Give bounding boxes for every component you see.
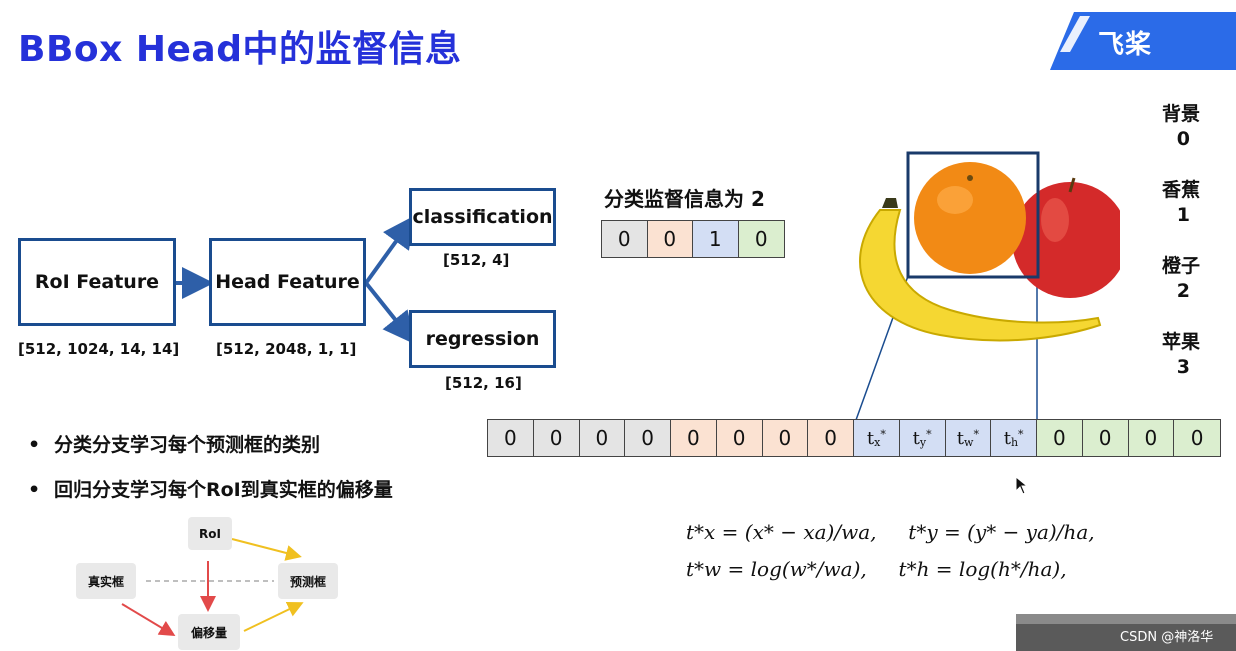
mini-arrow-roi-pred — [231, 538, 302, 561]
logo-background — [1050, 12, 1236, 70]
class-name: 橙子 — [1161, 255, 1200, 277]
classification-box: classification — [409, 188, 556, 246]
apple-highlight — [1041, 198, 1069, 242]
class-banana: 香蕉 1 — [1150, 178, 1200, 228]
mini-prediction: 预测框 — [278, 563, 338, 599]
formula-tw: t*w = log(w*/wa), — [686, 557, 867, 581]
mouse-cursor-icon — [1015, 476, 1029, 495]
classification-label: 分类监督信息为 2 — [604, 187, 765, 211]
webcam-strip — [1016, 614, 1236, 624]
reg-cell: 0 — [671, 420, 717, 456]
t-sub: x — [874, 435, 881, 449]
t-sub: y — [919, 435, 927, 449]
reg-cell: 0 — [625, 420, 671, 456]
head-feature-shape: [512, 2048, 1, 1] — [216, 340, 357, 358]
regression-box: regression — [409, 310, 556, 368]
bullet-classification: • 分类分支学习每个预测框的类别 — [28, 430, 320, 457]
class-name: 香蕉 — [1161, 179, 1200, 201]
class-apple: 苹果 3 — [1150, 330, 1200, 380]
class-id: 1 — [1176, 204, 1190, 226]
formula-line-1: t*x = (x* − xa)/wa, t*y = (y* − ya)/ha, — [686, 520, 1095, 544]
bullet-text: 分类分支学习每个预测框的类别 — [54, 434, 321, 456]
roi-feature-box: RoI Feature — [18, 238, 176, 326]
t-base: t — [912, 427, 920, 449]
bullet-dot: • — [28, 434, 41, 456]
mini-arrow-gt-offset — [121, 603, 176, 637]
class-orange: 橙子 2 — [1150, 254, 1200, 304]
reg-cell: 0 — [762, 420, 809, 456]
t-sub: h — [1010, 435, 1019, 449]
formula-tx: t*x = (x* − xa)/wa, — [686, 520, 877, 544]
reg-cell: 0 — [1082, 420, 1129, 456]
formula-th: t*h = log(h*/ha), — [898, 557, 1067, 581]
watermark: CSDN @神洛华 — [1120, 630, 1214, 645]
cls-cell: 0 — [602, 221, 648, 257]
bullet-dot: • — [28, 479, 41, 501]
reg-cell: 0 — [808, 420, 854, 456]
orange-stem — [967, 175, 973, 181]
class-name: 苹果 — [1161, 331, 1200, 353]
t-sub: w — [964, 435, 974, 449]
cls-cell: 0 — [738, 221, 784, 257]
webcam-overlay — [1016, 614, 1236, 651]
bullet-regression: • 回归分支学习每个RoI到真实框的偏移量 — [28, 475, 393, 502]
reg-cell: 0 — [1037, 420, 1083, 456]
slide-title: BBox Head中的监督信息 — [18, 29, 462, 70]
banana-stem — [882, 198, 898, 208]
apple-shape — [1012, 182, 1120, 298]
logo-text: 飞桨 — [1098, 30, 1153, 60]
fruit-image — [859, 151, 1120, 342]
reg-cell: 0 — [533, 420, 580, 456]
t-sup: * — [1018, 427, 1024, 441]
mini-arrow-offset-pred — [243, 602, 304, 632]
formula-line-2: t*w = log(w*/wa), t*h = log(h*/ha), — [686, 557, 1067, 581]
t-base: t — [866, 427, 875, 449]
t-sup: * — [973, 427, 979, 441]
t-sup: * — [880, 427, 886, 441]
orange-highlight — [937, 186, 973, 214]
arrow-head-to-reg — [364, 281, 415, 345]
class-id: 3 — [1176, 356, 1190, 378]
class-name: 背景 — [1161, 103, 1200, 125]
mini-offset: 偏移量 — [178, 614, 240, 650]
arrow-head-to-cls — [364, 215, 415, 285]
banana-shape — [859, 209, 1102, 342]
classification-vector: 0 0 1 0 — [601, 220, 785, 258]
roi-feature-shape: [512, 1024, 14, 14] — [18, 340, 180, 358]
mini-ground-truth: 真实框 — [76, 563, 136, 599]
reg-cell: 0 — [488, 420, 534, 456]
t-base: t — [1003, 427, 1011, 449]
reg-cell: 0 — [1174, 420, 1220, 456]
class-id: 2 — [1176, 280, 1190, 302]
reg-cell: 0 — [716, 420, 763, 456]
apple-stem — [1068, 177, 1076, 193]
cls-cell: 1 — [693, 221, 739, 257]
formula-ty: t*y = (y* − ya)/ha, — [908, 520, 1095, 544]
bullet-text: 回归分支学习每个RoI到真实框的偏移量 — [54, 479, 393, 501]
reg-cell: 0 — [579, 420, 626, 456]
t-sup: * — [926, 427, 932, 441]
paddle-logo: 飞桨 — [1050, 12, 1236, 70]
mini-roi: RoI — [188, 517, 232, 550]
orange-shape — [914, 162, 1026, 274]
t-base: t — [956, 427, 965, 449]
reg-cell: 0 — [1128, 420, 1175, 456]
class-id: 0 — [1176, 128, 1190, 150]
regression-shape: [512, 16] — [445, 374, 522, 392]
classification-shape: [512, 4] — [443, 251, 510, 269]
ground-truth-bbox — [906, 151, 1040, 279]
cls-cell: 0 — [647, 221, 693, 257]
head-feature-box: Head Feature — [209, 238, 366, 326]
class-background: 背景 0 — [1150, 102, 1200, 152]
